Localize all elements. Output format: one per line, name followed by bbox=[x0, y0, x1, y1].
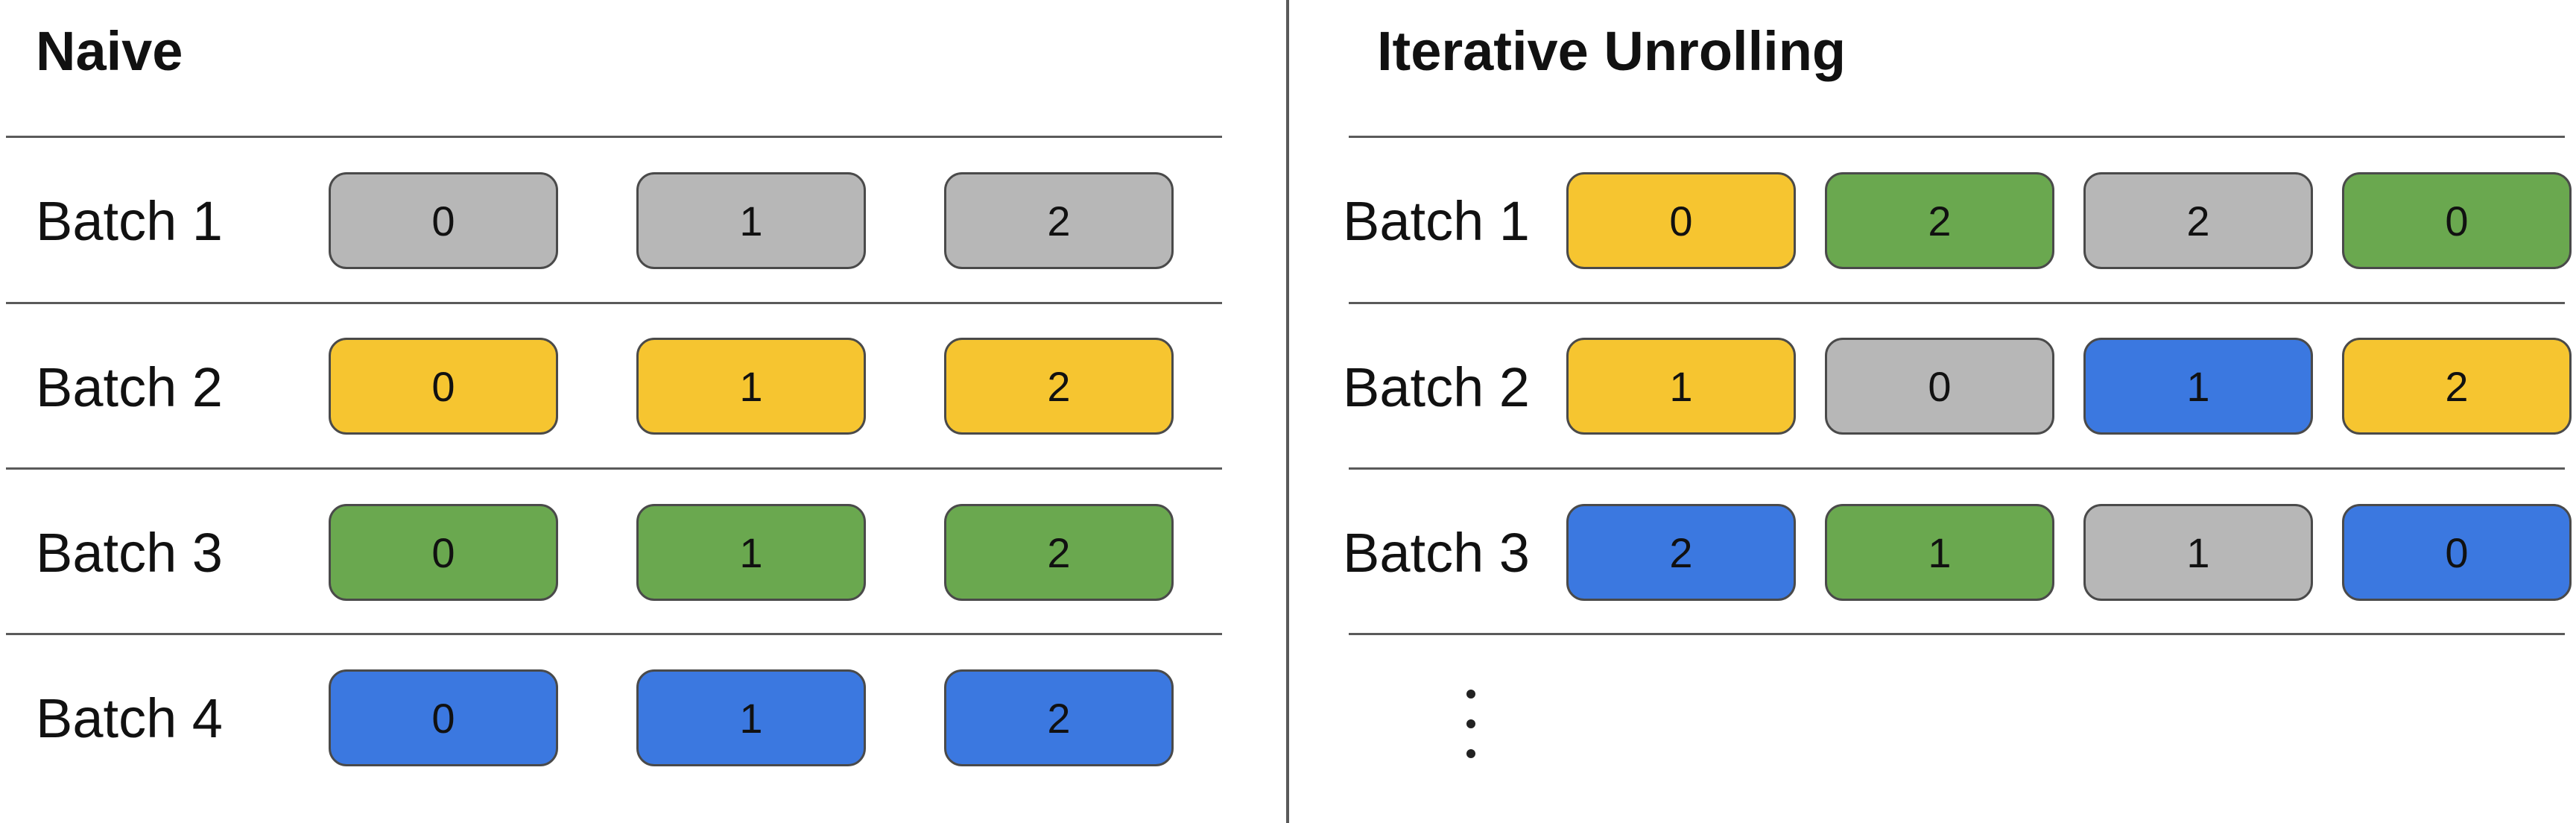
iterative-batch-label: Batch 3 bbox=[1343, 522, 1530, 584]
ellipsis-dot bbox=[1466, 719, 1475, 728]
naive-cell: 2 bbox=[944, 669, 1174, 766]
naive-row-separator bbox=[6, 467, 1222, 470]
iterative-cell: 2 bbox=[2342, 338, 2572, 435]
iterative-cell: 2 bbox=[1825, 172, 2054, 269]
naive-cell: 0 bbox=[329, 669, 558, 766]
iterative-cell: 1 bbox=[2083, 338, 2313, 435]
naive-cell: 2 bbox=[944, 504, 1174, 601]
naive-row-separator bbox=[6, 633, 1222, 635]
iterative-row-separator bbox=[1349, 633, 2565, 635]
ellipsis-dot bbox=[1466, 690, 1475, 699]
iterative-cell: 1 bbox=[1825, 504, 2054, 601]
naive-cell: 1 bbox=[636, 504, 866, 601]
naive-cell: 1 bbox=[636, 172, 866, 269]
iterative-cell: 1 bbox=[1566, 338, 1796, 435]
naive-cell: 2 bbox=[944, 172, 1174, 269]
iterative-row-separator bbox=[1349, 467, 2565, 470]
naive-row-separator bbox=[6, 302, 1222, 304]
iterative-row-separator bbox=[1349, 136, 2565, 138]
naive-row-separator bbox=[6, 136, 1222, 138]
naive-cell: 2 bbox=[944, 338, 1174, 435]
naive-batch-label: Batch 1 bbox=[36, 190, 223, 252]
naive-cell: 0 bbox=[329, 504, 558, 601]
ellipsis-dot bbox=[1466, 749, 1475, 758]
naive-batch-label: Batch 3 bbox=[36, 522, 223, 584]
iterative-cell: 1 bbox=[2083, 504, 2313, 601]
iterative-unrolling-title: Iterative Unrolling bbox=[1377, 20, 1846, 82]
naive-title: Naive bbox=[36, 20, 183, 82]
iterative-batch-label: Batch 2 bbox=[1343, 356, 1530, 418]
panel-divider bbox=[1286, 0, 1289, 823]
iterative-cell: 0 bbox=[2342, 172, 2572, 269]
iterative-cell: 2 bbox=[1566, 504, 1796, 601]
naive-cell: 1 bbox=[636, 669, 866, 766]
naive-cell: 0 bbox=[329, 338, 558, 435]
vertical-ellipsis-icon bbox=[1461, 682, 1483, 764]
iterative-cell: 2 bbox=[2083, 172, 2313, 269]
iterative-batch-label: Batch 1 bbox=[1343, 190, 1530, 252]
iterative-cell: 0 bbox=[2342, 504, 2572, 601]
iterative-cell: 0 bbox=[1566, 172, 1796, 269]
naive-batch-label: Batch 2 bbox=[36, 356, 223, 418]
iterative-cell: 0 bbox=[1825, 338, 2054, 435]
naive-cell: 1 bbox=[636, 338, 866, 435]
naive-cell: 0 bbox=[329, 172, 558, 269]
naive-batch-label: Batch 4 bbox=[36, 687, 223, 749]
iterative-row-separator bbox=[1349, 302, 2565, 304]
